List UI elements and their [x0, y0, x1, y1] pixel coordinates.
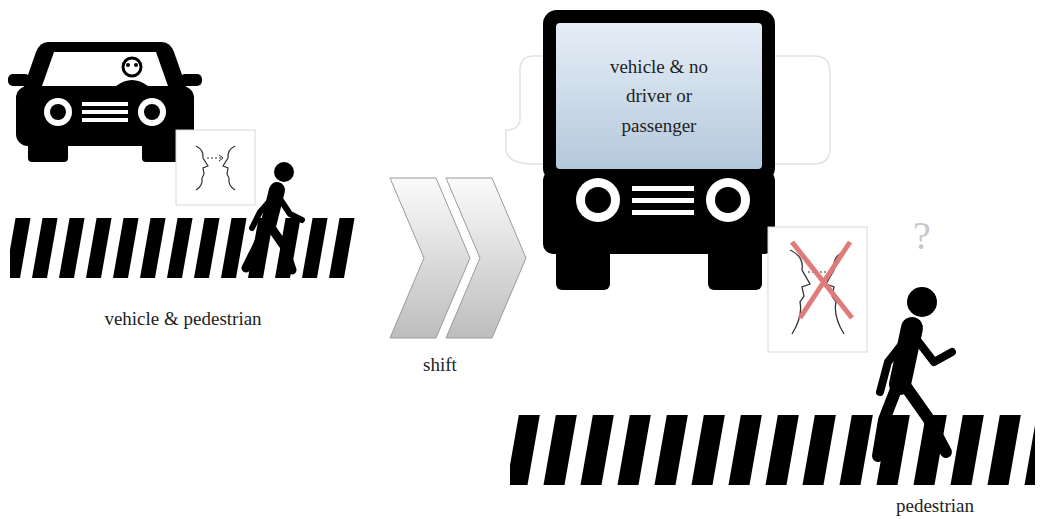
text-label: pedestrian	[896, 496, 974, 517]
pedestrian-icon	[878, 287, 952, 456]
crosswalk	[10, 218, 355, 278]
text-label: shift	[423, 355, 457, 376]
node-text: vehicle & no driver or passenger	[609, 52, 709, 140]
pedestrian-icon	[246, 162, 302, 270]
shift-chevrons	[390, 178, 526, 338]
faces-icon	[176, 130, 255, 205]
car-icon	[8, 42, 202, 162]
windshield-box: vehicle & no driver or passenger	[556, 23, 762, 169]
crosswalk	[510, 415, 1035, 485]
text-label: ?	[913, 214, 931, 258]
bus-icon	[543, 10, 775, 290]
text-label: vehicle & pedestrian	[104, 309, 261, 330]
faces-crossed-icon	[768, 227, 867, 352]
